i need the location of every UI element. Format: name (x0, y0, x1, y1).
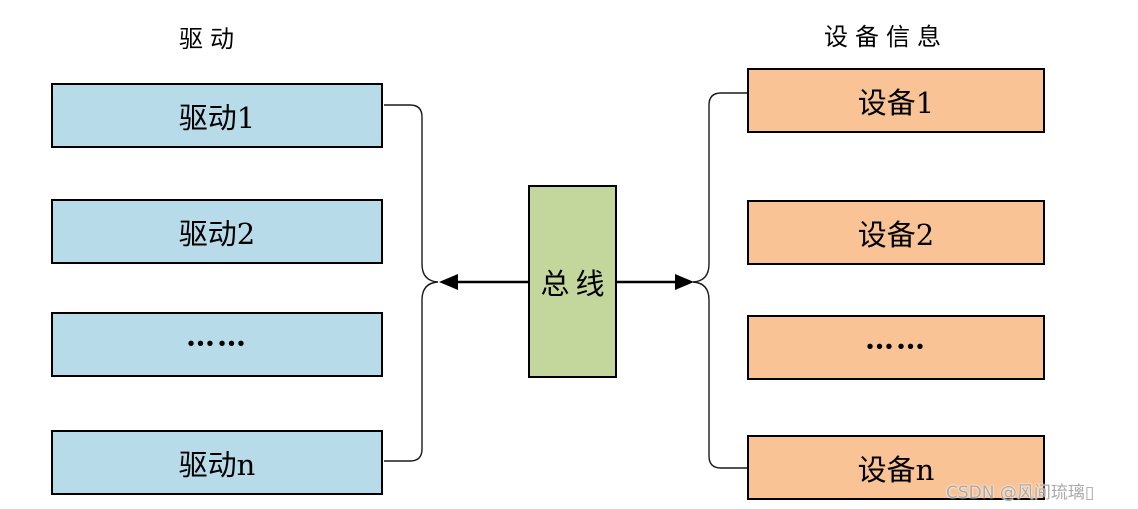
bus-box: 总线 (528, 185, 617, 378)
driver-box-1: 驱动1 (51, 83, 383, 148)
device-box-ellipsis-label: …… (865, 320, 927, 355)
device-box-2: 设备2 (747, 200, 1045, 265)
left-column-title: 驱动 (179, 25, 241, 53)
right-arrowhead-icon (675, 274, 694, 290)
device-box-1-label: 设备1 (857, 85, 935, 120)
driver-box-ellipsis-label: …… (186, 317, 248, 352)
device-box-n-label: 设备n (857, 452, 935, 487)
watermark: CSDN @风间琉璃▯ (946, 483, 1095, 503)
left-connector-line (384, 104, 439, 462)
bus-box-label: 总线 (540, 266, 611, 301)
device-box-1: 设备1 (747, 68, 1045, 133)
device-box-n: 设备n (747, 435, 1045, 500)
right-connector-line (692, 92, 747, 469)
right-column-title: 设备信息 (824, 23, 948, 51)
device-box-ellipsis: …… (747, 315, 1045, 380)
left-arrowhead-icon (439, 274, 458, 290)
driver-box-2-label: 驱动2 (178, 216, 256, 251)
driver-box-2: 驱动2 (51, 199, 383, 264)
driver-box-n: 驱动n (51, 430, 383, 495)
driver-box-1-label: 驱动1 (178, 100, 256, 135)
device-box-2-label: 设备2 (857, 217, 935, 252)
driver-box-n-label: 驱动n (178, 447, 256, 482)
driver-box-ellipsis: …… (51, 312, 383, 377)
